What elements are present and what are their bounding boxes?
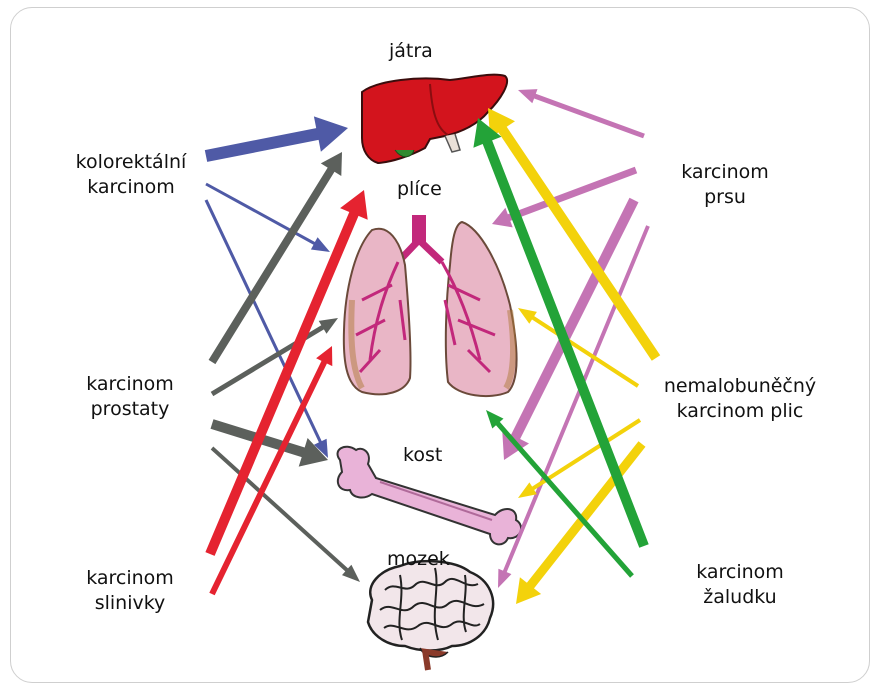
arrow-breast-to-liver bbox=[518, 89, 645, 138]
pancreas-line-2: slinivky bbox=[60, 591, 200, 616]
pancreas-line-1: karcinom bbox=[60, 566, 200, 591]
breast-line-1: karcinom bbox=[650, 160, 800, 185]
arrow-prostate-to-brain bbox=[211, 447, 360, 583]
lungs-illustration bbox=[344, 215, 517, 396]
prostate-line-1: karcinom bbox=[60, 372, 200, 397]
arrow-colorectal-to-liver bbox=[205, 116, 348, 161]
nsclc-line-2: karcinom plic bbox=[655, 399, 825, 424]
brain-label: mozek bbox=[387, 548, 450, 570]
arrow-layer bbox=[205, 89, 661, 604]
lungs-label: plíce bbox=[397, 178, 442, 200]
pancreas-label: karcinom slinivky bbox=[60, 566, 200, 616]
stomach-line-2: žaludku bbox=[665, 585, 815, 610]
breast-label: karcinom prsu bbox=[650, 160, 800, 210]
nsclc-line-1: nemalobuněčný bbox=[655, 374, 825, 399]
breast-line-2: prsu bbox=[650, 185, 800, 210]
colorectal-line-1: kolorektální bbox=[56, 150, 206, 175]
colorectal-label: kolorektální karcinom bbox=[56, 150, 206, 200]
arrow-prostate-to-liver bbox=[209, 152, 342, 364]
prostate-line-2: prostaty bbox=[60, 397, 200, 422]
liver-label: játra bbox=[389, 40, 433, 62]
stomach-label: karcinom žaludku bbox=[665, 560, 815, 610]
bone-label: kost bbox=[403, 444, 442, 466]
colorectal-line-2: karcinom bbox=[56, 175, 206, 200]
prostate-label: karcinom prostaty bbox=[60, 372, 200, 422]
stomach-line-1: karcinom bbox=[665, 560, 815, 585]
brain-illustration bbox=[368, 561, 493, 670]
nsclc-label: nemalobuněčný karcinom plic bbox=[655, 374, 825, 424]
